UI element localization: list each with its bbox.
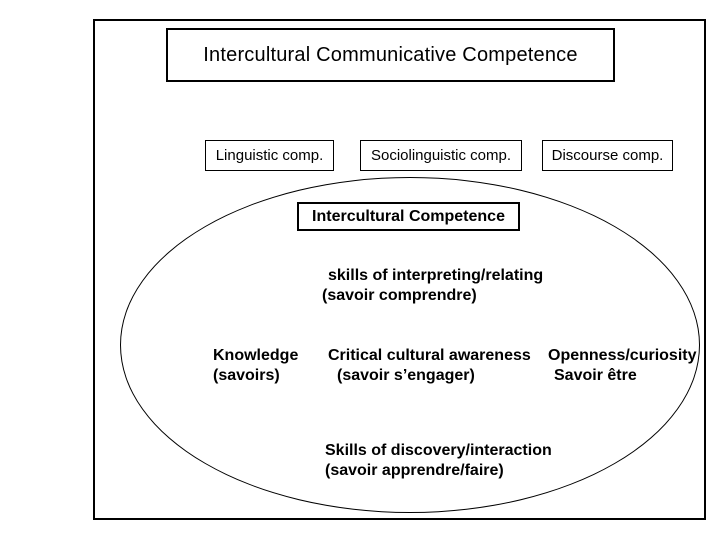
box-label: Intercultural Competence (312, 207, 505, 225)
box-label: Sociolinguistic comp. (370, 147, 512, 164)
text-line: (savoir s’engager) (337, 367, 475, 384)
openness-curiosity-text: Openness/curiosity Savoir être (548, 346, 697, 386)
box-linguistic-competence: Linguistic comp. (205, 140, 334, 171)
critical-cultural-awareness-text: Critical cultural awareness (savoir s’en… (328, 346, 531, 386)
box-label: Discourse comp. (551, 147, 664, 164)
box-discourse-competence: Discourse comp. (542, 140, 673, 171)
text-line: Savoir être (554, 367, 637, 384)
text-line: Knowledge (213, 347, 299, 364)
text-line: Openness/curiosity (548, 347, 697, 364)
skills-discovery-interaction-text: Skills of discovery/interaction (savoir … (325, 441, 552, 481)
text-line: (savoir apprendre/faire) (325, 462, 504, 479)
page-title: Intercultural Communicative Competence (203, 43, 578, 66)
intercultural-competence-box: Intercultural Competence (297, 202, 520, 231)
title-box: Intercultural Communicative Competence (166, 28, 615, 82)
intercultural-competence-ellipse (120, 177, 700, 513)
slide-border (93, 19, 706, 520)
text-line: (savoirs) (213, 367, 280, 384)
skills-interpreting-relating-text: skills of interpreting/relating (savoir … (322, 266, 543, 306)
box-sociolinguistic-competence: Sociolinguistic comp. (360, 140, 522, 171)
text-line: (savoir comprendre) (322, 287, 477, 304)
box-label: Linguistic comp. (215, 147, 324, 164)
text-line: Critical cultural awareness (328, 347, 531, 364)
text-line: Skills of discovery/interaction (325, 442, 552, 459)
text-line: skills of interpreting/relating (328, 267, 544, 284)
knowledge-text: Knowledge (savoirs) (213, 346, 298, 386)
